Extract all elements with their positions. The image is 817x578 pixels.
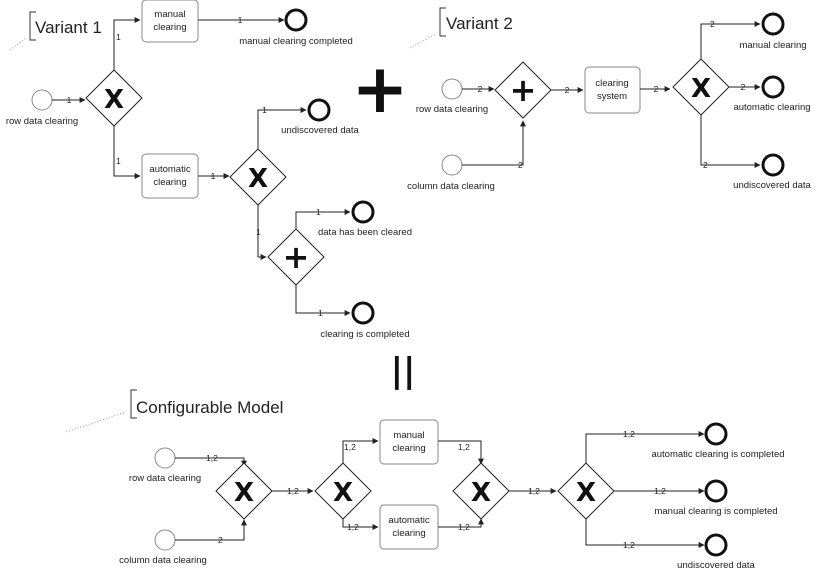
- end-event-label: automatic clearing is completed: [651, 449, 784, 460]
- end-event-completed: [351, 301, 375, 325]
- flow-label: 1,2: [458, 442, 470, 452]
- flow-label: 2: [710, 19, 715, 29]
- and-gateway: [494, 61, 552, 119]
- flow-label: 2: [218, 535, 223, 545]
- task-manual-clearing: [141, 0, 199, 43]
- end-event-label: manual clearing is completed: [654, 506, 777, 517]
- start-event-row-data: [31, 89, 53, 111]
- task-label: clearing: [153, 22, 186, 33]
- start-event-label: column data clearing: [119, 555, 207, 566]
- start-event-label: column data clearing: [407, 181, 495, 192]
- flow-label: 1,2: [458, 522, 470, 532]
- flow-label: 1: [316, 207, 321, 217]
- task-automatic-clearing: [141, 153, 199, 199]
- end-event-undiscovered: [704, 533, 728, 557]
- flow-label: 2: [741, 82, 746, 92]
- configurable-model-title: Configurable Model: [136, 398, 283, 417]
- start-event-column-data: [441, 154, 463, 176]
- flow-label: 2: [703, 160, 708, 170]
- flow-label: 1,2: [347, 522, 359, 532]
- flow-label: 1: [211, 171, 216, 181]
- xor-gateway: [215, 462, 273, 520]
- xor-gateway: [452, 462, 510, 520]
- flow-label: 2: [654, 84, 659, 94]
- xor-gateway-symbol: X: [471, 478, 491, 508]
- end-event-automatic: [704, 422, 728, 446]
- task-label: manual: [154, 9, 185, 20]
- xor-gateway-symbol: X: [576, 478, 596, 508]
- end-event-manual: [761, 12, 785, 36]
- end-event-label: undiscovered data: [677, 560, 755, 571]
- flow-label: 1,2: [528, 486, 540, 496]
- end-event-label: automatic clearing: [733, 102, 810, 113]
- flow-label: 2: [478, 84, 483, 94]
- task-label: automatic: [388, 515, 429, 526]
- flow-label: 1,2: [623, 429, 635, 439]
- flow-label: 1: [116, 156, 121, 166]
- flow-label: 2: [518, 160, 523, 170]
- end-event-manual: [704, 479, 728, 503]
- xor-gateway-symbol: X: [691, 74, 711, 104]
- xor-gateway-symbol: X: [248, 164, 268, 194]
- task-label: manual: [393, 430, 424, 441]
- and-gateway-symbol: +: [283, 238, 310, 276]
- task-clearing-system: [584, 66, 641, 114]
- flow-label: 1,2: [623, 540, 635, 550]
- and-gateway-symbol: +: [510, 71, 537, 109]
- variant-2: Variant 2 row data clearing 2 column dat…: [407, 7, 812, 192]
- flow-label: 1,2: [287, 486, 299, 496]
- end-event-label: undiscovered data: [281, 125, 359, 136]
- xor-gateway-symbol: X: [234, 478, 254, 508]
- flow-label: 1: [318, 308, 323, 318]
- task-label: clearing: [153, 177, 186, 188]
- equals-operator: ||: [391, 351, 416, 391]
- variant-1-title: Variant 1: [35, 18, 102, 37]
- variant-2-title: Variant 2: [446, 14, 513, 33]
- flow-label: 1,2: [344, 442, 356, 452]
- task-label: system: [597, 91, 627, 102]
- plus-operator: +: [352, 50, 409, 129]
- start-event-row-data: [441, 78, 463, 100]
- start-event-column-data: [154, 529, 176, 551]
- end-event-label: clearing is completed: [320, 329, 409, 340]
- task-automatic-clearing: [379, 504, 439, 550]
- flow-label: 1: [238, 15, 243, 25]
- variant-1: Variant 1 row data clearing 1 X 1 manual…: [6, 0, 412, 340]
- task-manual-clearing: [379, 419, 439, 465]
- task-label: automatic: [149, 164, 190, 175]
- start-event-row-data: [154, 447, 176, 469]
- flow-label: 1: [262, 105, 267, 115]
- flow-label: 2: [565, 85, 570, 95]
- end-event-undiscovered: [307, 98, 331, 122]
- start-event-label: row data clearing: [129, 473, 201, 484]
- flow-label: 1,2: [206, 453, 218, 463]
- task-label: clearing: [595, 78, 628, 89]
- flow-label: 1: [67, 95, 72, 105]
- start-event-label: row data clearing: [6, 116, 78, 127]
- start-event-label: row data clearing: [416, 104, 488, 115]
- end-event-label: undiscovered data: [733, 180, 811, 191]
- xor-gateway-symbol: X: [333, 478, 353, 508]
- task-label: clearing: [392, 528, 425, 539]
- flow-label: 1: [256, 227, 261, 237]
- end-event-label: manual clearing completed: [239, 36, 353, 47]
- end-event-undiscovered: [761, 153, 785, 177]
- end-event-label: data has been cleared: [318, 227, 412, 238]
- end-event-automatic: [761, 75, 785, 99]
- end-event-cleared: [351, 200, 375, 224]
- configurable-model: Configurable Model row data clearing 1,2…: [65, 389, 785, 571]
- end-event-label: manual clearing: [739, 40, 806, 51]
- flow-label: 1: [116, 32, 121, 42]
- flow-label: 1,2: [654, 486, 666, 496]
- task-label: clearing: [392, 443, 425, 454]
- xor-gateway-symbol: X: [104, 85, 124, 115]
- end-event-manual: [284, 8, 308, 32]
